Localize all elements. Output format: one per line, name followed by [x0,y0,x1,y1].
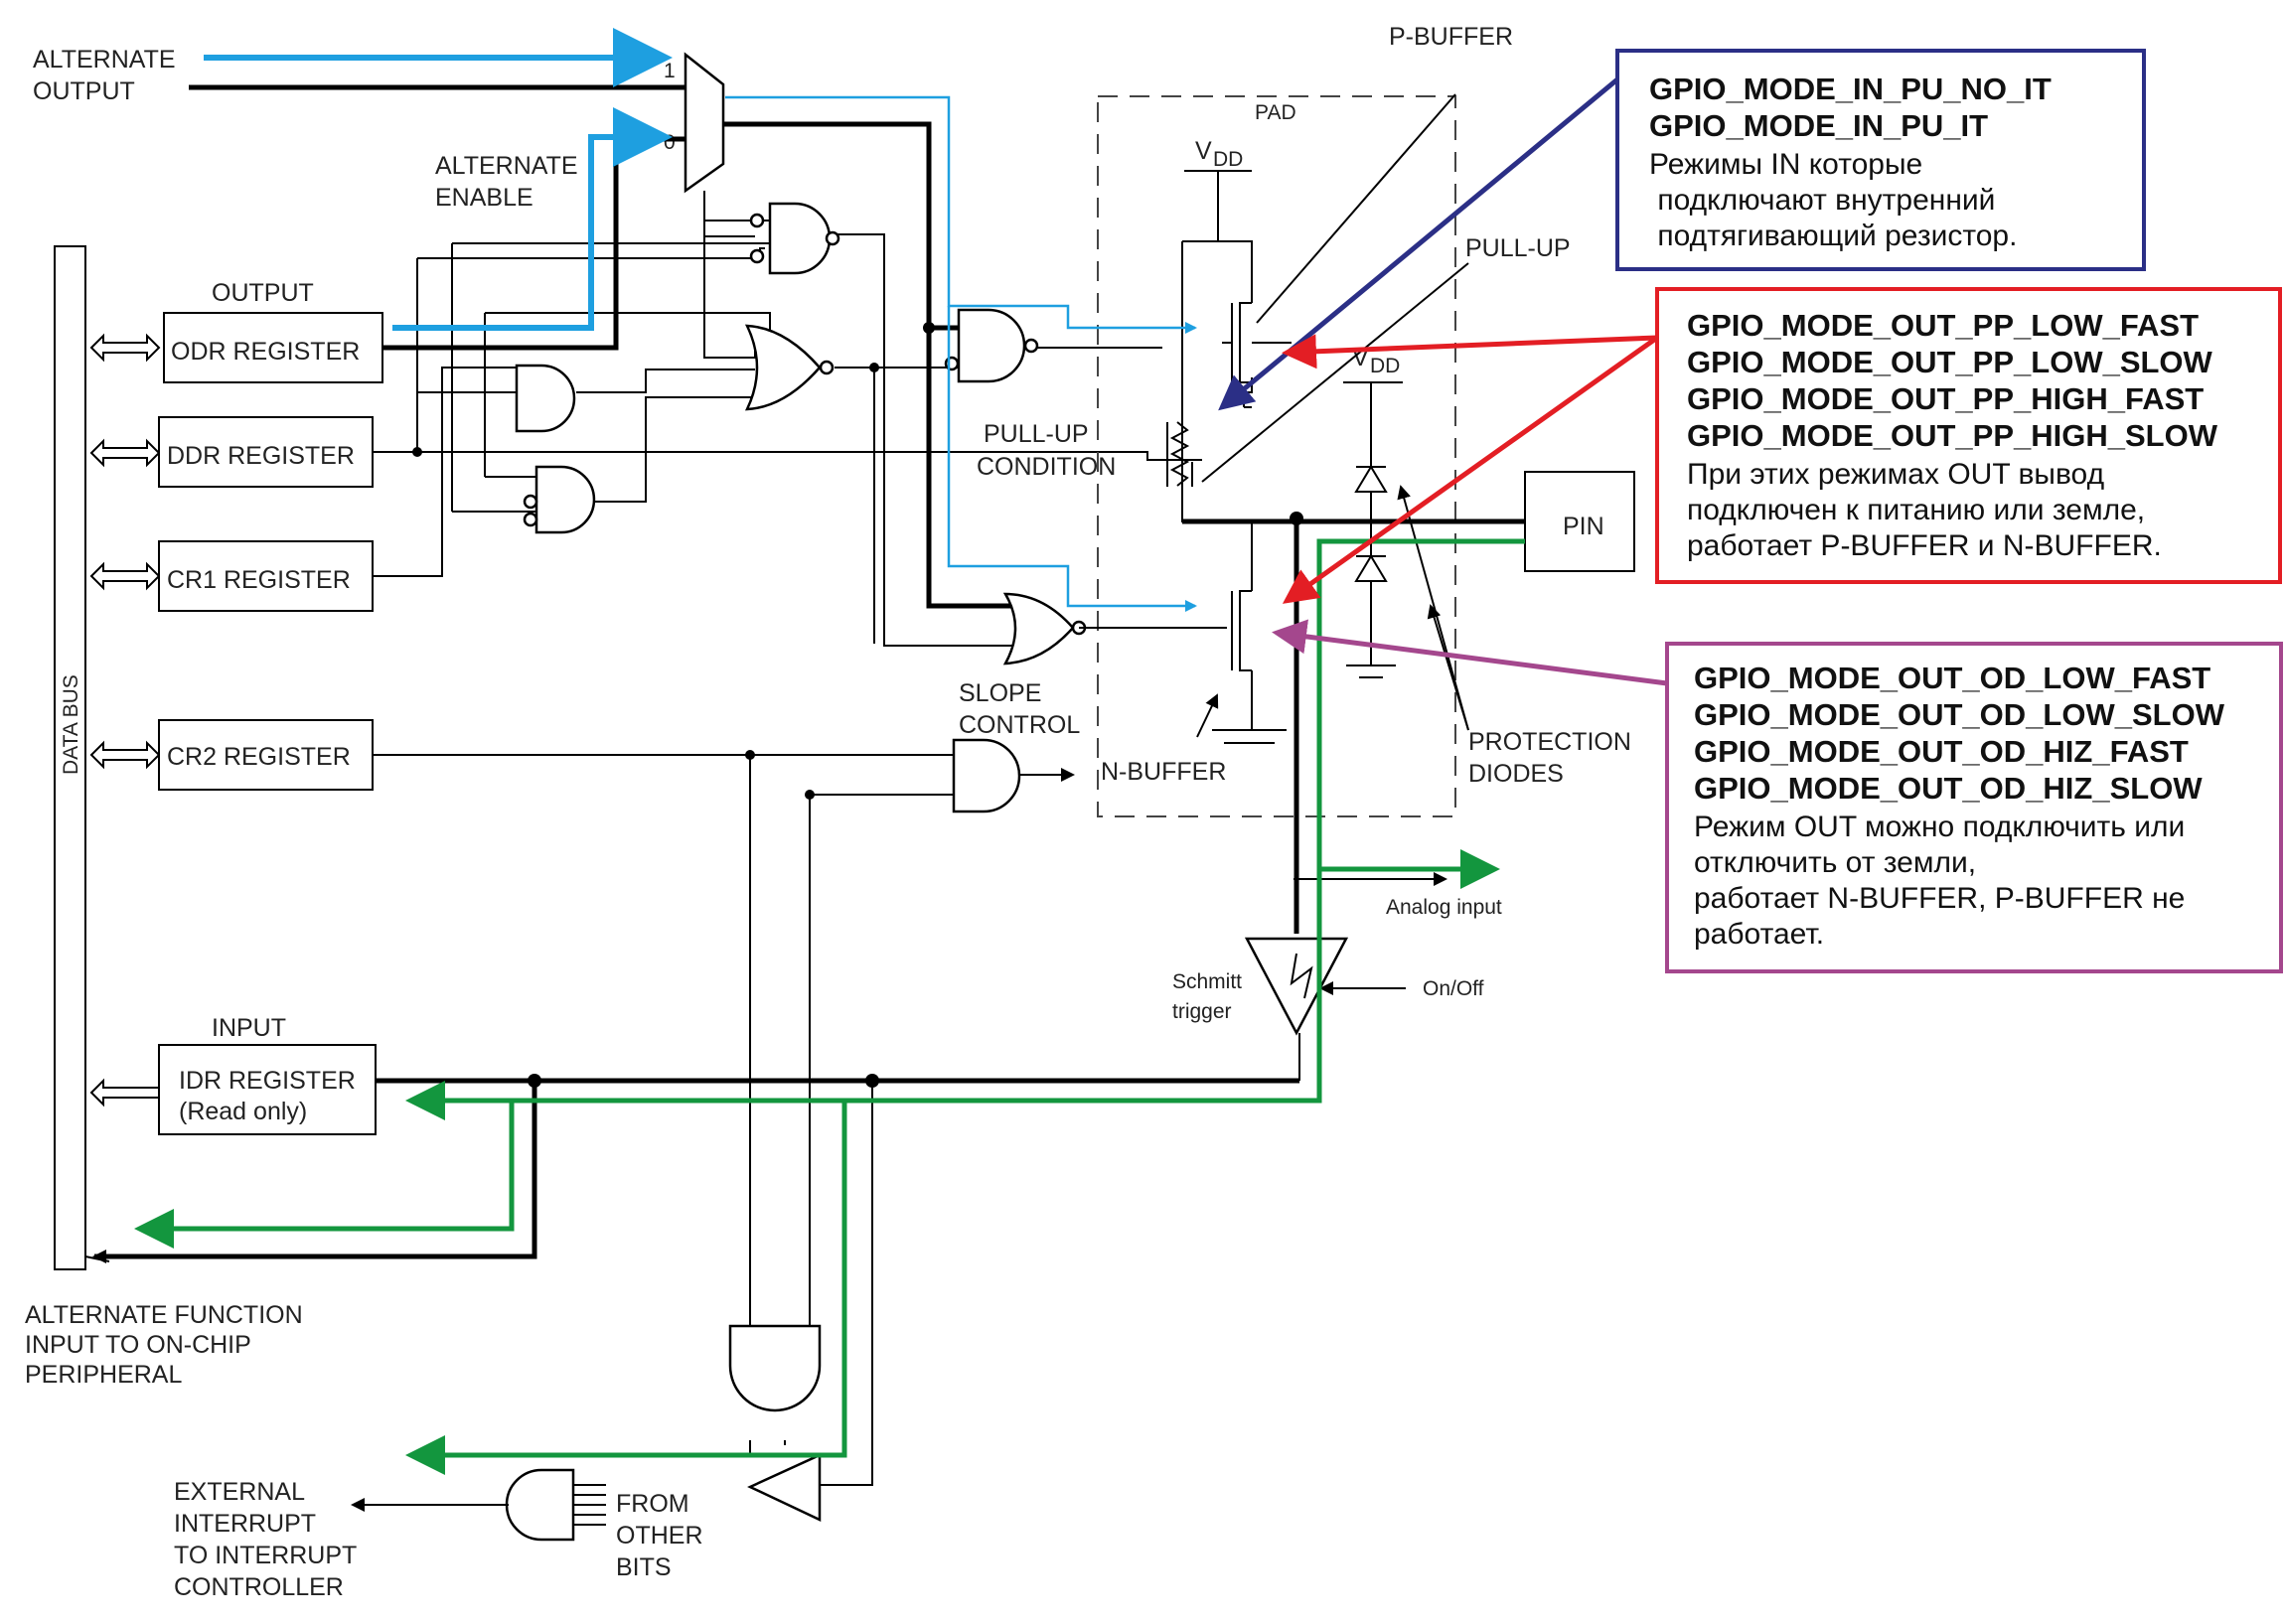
mux: 1 0 [664,52,725,194]
odr-register: ODR REGISTER [163,312,383,383]
from-other-label-2: OTHER [616,1522,703,1550]
callout-input-pullup: GPIO_MODE_IN_PU_NO_IT GPIO_MODE_IN_PU_IT… [1615,49,2146,271]
idr-register: IDR REGISTER (Read only) [158,1044,377,1135]
idr-label: IDR REGISTER [179,1067,356,1095]
on-off-label: On/Off [1423,977,1484,1000]
callout-input-pullup-text-3: подтягивающий резистор. [1649,220,2017,252]
schmitt-label-2: trigger [1172,1000,1232,1023]
callout-arrows [1218,77,1668,686]
callout-od-mode-1: GPIO_MODE_OUT_OD_LOW_FAST [1694,661,2210,695]
vdd-1: V DD [1184,137,1252,241]
data-bus: DATA BUS [54,245,110,1270]
callout-pp-mode-3: GPIO_MODE_OUT_PP_HIGH_FAST [1687,381,2204,416]
from-other-label-1: FROM [616,1490,689,1518]
callout-od-mode-2: GPIO_MODE_OUT_OD_LOW_SLOW [1694,697,2225,732]
callout-pp-mode-2: GPIO_MODE_OUT_PP_LOW_SLOW [1687,345,2213,379]
callout-od-text-1: Режим OUT можно подключить или [1694,811,2185,843]
cr2-label: CR2 REGISTER [167,743,351,771]
callout-od-text-3: работает N-BUFFER, P-BUFFER не [1694,882,2185,915]
mux-input-0-label: 0 [664,131,676,154]
junctions [412,322,1303,1088]
svg-text:DD: DD [1370,355,1400,377]
callout-pp-text-3: работает P-BUFFER и N-BUFFER. [1687,529,2162,562]
input-label: INPUT [212,1014,286,1042]
callout-od-text-2: отключить от земли, [1694,846,1976,879]
callout-pp-text-2: подключен к питанию или земле, [1687,494,2145,526]
protection-label-1: PROTECTION [1468,728,1631,756]
analog-input-label: Analog input [1386,896,1502,919]
data-bus-label: DATA BUS [60,674,82,775]
pad-boundary [1097,95,1456,817]
idr-readonly-label: (Read only) [179,1098,307,1125]
callout-od-text-4: работает. [1694,918,1824,951]
green-signal-paths [134,538,1525,1475]
ext-int-label-3: TO INTERRUPT [174,1542,357,1569]
callout-push-pull: GPIO_MODE_OUT_PP_LOW_FAST GPIO_MODE_OUT_… [1655,287,2282,584]
ddr-label: DDR REGISTER [167,442,355,470]
callout-open-drain: GPIO_MODE_OUT_OD_LOW_FAST GPIO_MODE_OUT_… [1665,642,2283,973]
output-label: OUTPUT [212,279,314,307]
ext-int-label-1: EXTERNAL [174,1478,305,1506]
slope-label-1: SLOPE [959,679,1041,707]
slope-label-2: CONTROL [959,711,1080,739]
from-other-label-3: BITS [616,1553,672,1581]
alternate-output-label-1: ALTERNATE [33,46,176,74]
n-buffer-label: N-BUFFER [1101,758,1226,786]
pull-up-condition-label-2: CONDITION [977,453,1116,481]
p-buffer-label: P-BUFFER [1389,23,1513,51]
alt-func-label-1: ALTERNATE FUNCTION [25,1301,303,1329]
ext-int-label-2: INTERRUPT [174,1510,316,1538]
callout-od-mode-4: GPIO_MODE_OUT_OD_HIZ_SLOW [1694,771,2203,806]
pin-box: PIN [1524,471,1635,572]
callout-od-mode-3: GPIO_MODE_OUT_OD_HIZ_FAST [1694,734,2189,769]
callout-input-pullup-text-2: подключают внутренний [1649,184,1995,217]
alt-func-label-2: INPUT TO ON-CHIP [25,1331,251,1359]
ddr-register: DDR REGISTER [158,416,374,488]
callout-pp-mode-4: GPIO_MODE_OUT_PP_HIGH_SLOW [1687,418,2218,453]
pull-up-condition-label-1: PULL-UP [984,420,1089,448]
pointer-lines [1196,93,1469,738]
callout-input-pullup-mode-2: GPIO_MODE_IN_PU_IT [1649,108,1988,143]
callout-pp-text-1: При этих режимах OUT вывод [1687,458,2104,491]
callout-input-pullup-mode-1: GPIO_MODE_IN_PU_NO_IT [1649,72,2052,106]
alternate-enable-label-2: ENABLE [435,184,533,212]
bus-arrows [89,333,161,1107]
callout-pp-mode-1: GPIO_MODE_OUT_PP_LOW_FAST [1687,308,2199,343]
callout-input-pullup-text-1: Режимы IN которые [1649,148,1922,181]
odr-label: ODR REGISTER [171,338,360,366]
alt-func-label-3: PERIPHERAL [25,1361,182,1389]
alternate-enable-label-1: ALTERNATE [435,152,578,180]
logic-gates [502,202,1087,1542]
cr1-label: CR1 REGISTER [167,566,351,594]
pull-up-label: PULL-UP [1465,234,1571,262]
svg-text:V: V [1195,137,1212,165]
schmitt-trigger [1244,937,1406,1036]
cr2-register: CR2 REGISTER [158,719,374,791]
alternate-output-label-2: OUTPUT [33,77,135,105]
svg-text:DD: DD [1213,148,1243,171]
vdd-2: V DD [1343,344,1403,452]
pin-label: PIN [1563,513,1604,540]
ext-int-label-4: CONTROLLER [174,1573,344,1601]
pad-label: PAD [1255,101,1296,124]
protection-label-2: DIODES [1468,760,1564,788]
mux-input-1-label: 1 [664,60,676,82]
cr1-register: CR1 REGISTER [158,540,374,612]
schmitt-label-1: Schmitt [1172,970,1242,993]
blue-signal-paths [204,28,1197,612]
